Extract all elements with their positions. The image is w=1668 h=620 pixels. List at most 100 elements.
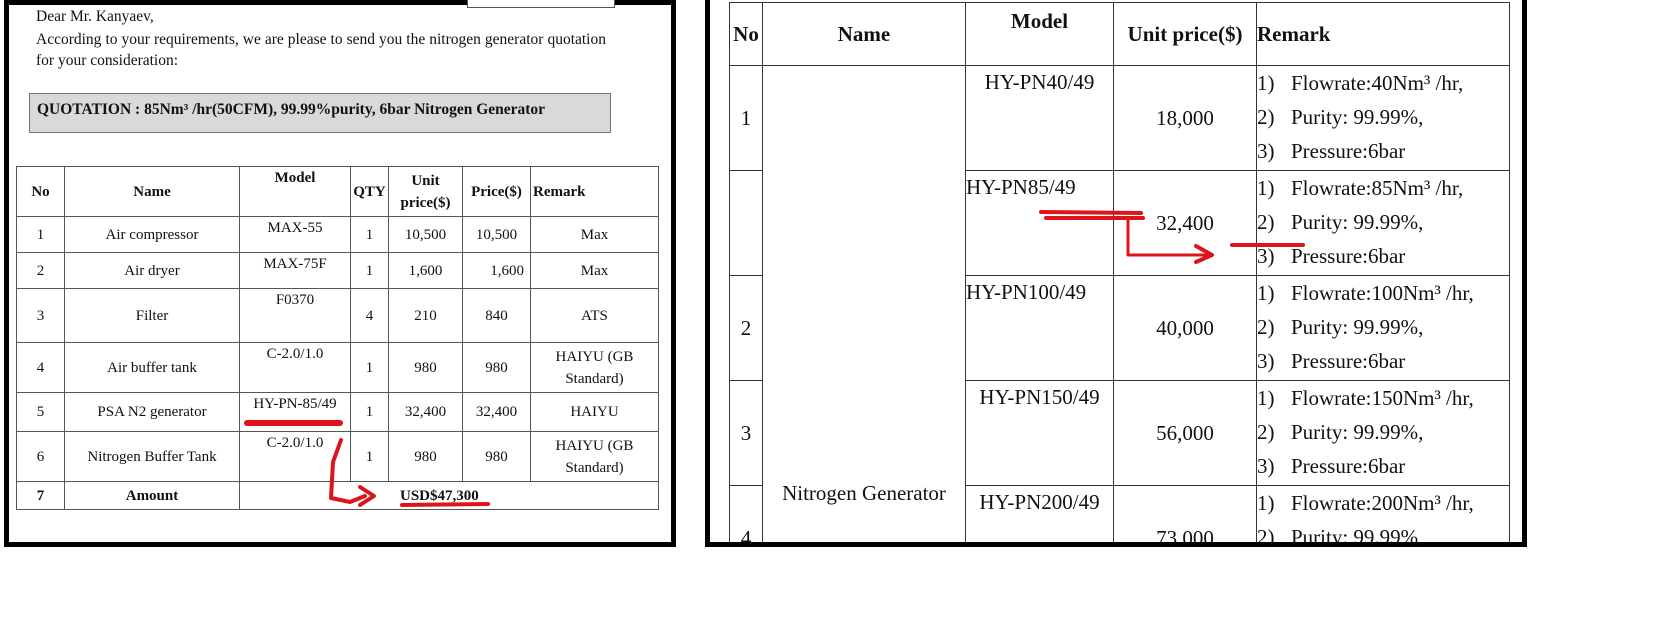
header-unit-price: Unit price($): [1113, 2, 1257, 66]
row-model: MAX-55: [239, 216, 351, 253]
remark-flowrate: Flowrate:150Nm³ /hr,: [1291, 386, 1474, 410]
row-unit-price: 40,000: [1113, 275, 1257, 381]
document-top-border: [9, 0, 671, 5]
row-price: 32,400: [462, 392, 531, 432]
row-qty: 4: [350, 288, 389, 343]
header-model: Model: [239, 166, 351, 217]
row-remark: 1)Flowrate:150Nm³ /hr, 2)Purity: 99.99%,…: [1256, 380, 1510, 486]
remark-pressure: Pressure:6bar: [1291, 244, 1406, 268]
remark-purity: Purity: 99.99%,: [1291, 420, 1424, 444]
row-name: Air compressor: [64, 216, 240, 253]
table-row: 4 Air buffer tank C-2.0/1.0 1 980 980 HA…: [16, 342, 659, 393]
remark-purity: Purity: 99.99%,: [1291, 525, 1424, 547]
row-price: 840: [462, 288, 531, 343]
row-remark: Max: [530, 252, 659, 289]
remark-index: 1): [1257, 281, 1275, 305]
row-model: C-2.0/1.0: [239, 342, 351, 393]
total-label: Amount: [64, 481, 240, 510]
model-table-header-row: No Name Model Unit price($) Remark: [729, 2, 1510, 66]
remark-flowrate: Flowrate:40Nm³ /hr,: [1291, 71, 1464, 95]
model-price-list-panel: No Name Model Unit price($) Remark 1 Nit…: [705, 0, 1527, 547]
row-unit-price: 980: [388, 431, 463, 482]
remark-index: 2): [1257, 525, 1275, 547]
row-remark: 1)Flowrate:40Nm³ /hr, 2)Purity: 99.99%, …: [1256, 65, 1510, 171]
total-no: 7: [16, 481, 65, 510]
row-unit-price: 10,500: [388, 216, 463, 253]
row-qty: 1: [350, 342, 389, 393]
row-name: Nitrogen Buffer Tank: [64, 431, 240, 482]
row-remark: 1)Flowrate:200Nm³ /hr, 2)Purity: 99.99%,: [1256, 485, 1510, 547]
remark-index: 3): [1257, 454, 1275, 478]
row-model: C-2.0/1.0: [239, 431, 351, 482]
row-name: Filter: [64, 288, 240, 343]
row-no: [729, 170, 763, 276]
row-qty: 1: [350, 252, 389, 289]
row-no: 4: [16, 342, 65, 393]
quotation-table: No Name Model QTY Unit price($) Price($)…: [16, 166, 659, 510]
header-no: No: [16, 166, 65, 217]
table-row: 1 Air compressor MAX-55 1 10,500 10,500 …: [16, 216, 659, 253]
quotation-document-panel: Dear Mr. Kanyaev, According to your requ…: [4, 0, 676, 547]
row-no: 4: [729, 485, 763, 542]
remark-index: 3): [1257, 244, 1275, 268]
remark-purity: Purity: 99.99%,: [1291, 210, 1424, 234]
remark-index: 2): [1257, 210, 1275, 234]
row-remark: HAIYU (GB Standard): [530, 431, 659, 482]
row-model: HY-PN200/49: [965, 485, 1114, 542]
remark-purity: Purity: 99.99%,: [1291, 315, 1424, 339]
row-qty: 1: [350, 431, 389, 482]
remark-index: 3): [1257, 139, 1275, 163]
header-remark: Remark: [1256, 2, 1510, 66]
row-qty: 1: [350, 216, 389, 253]
row-price: 980: [462, 342, 531, 393]
table-row: 3 HY-PN150/49 56,000 1) Flowrate:150Nm³ /…: [729, 380, 1510, 486]
table-row: 1 Nitrogen Generator HY-PN40/49 18,000 1…: [729, 65, 1510, 542]
row-remark: ATS: [530, 288, 659, 343]
row-no: 5: [16, 392, 65, 432]
total-amount: USD$47,300: [239, 481, 659, 510]
header-name: Name: [762, 2, 966, 66]
row-model: F0370: [239, 288, 351, 343]
row-model: HY-PN40/49: [965, 65, 1114, 171]
row-no: 1: [16, 216, 65, 253]
remark-index: 2): [1257, 105, 1275, 129]
row-model: MAX-75F: [239, 252, 351, 289]
letter-intro: According to your requirements, we are p…: [36, 31, 606, 69]
row-remark: 1)Flowrate:85Nm³ /hr, 2)Purity: 99.99%, …: [1256, 170, 1510, 276]
remark-flowrate: Flowrate:100Nm³ /hr,: [1291, 281, 1474, 305]
remark-flowrate: Flowrate:200Nm³ /hr,: [1291, 491, 1474, 515]
header-price: Price($): [462, 166, 531, 217]
remark-index: 1): [1257, 386, 1275, 410]
row-qty: 1: [350, 392, 389, 432]
row-no: 3: [16, 288, 65, 343]
row-unit-price: 73,000: [1113, 485, 1257, 542]
row-unit-price: 210: [388, 288, 463, 343]
row-remark: Max: [530, 216, 659, 253]
remark-index: 1): [1257, 176, 1275, 200]
table-row: 6 Nitrogen Buffer Tank C-2.0/1.0 1 980 9…: [16, 431, 659, 482]
row-remark: HAIYU (GB Standard): [530, 342, 659, 393]
remark-pressure: Pressure:6bar: [1291, 139, 1406, 163]
remark-purity: Purity: 99.99%,: [1291, 105, 1424, 129]
row-model: HY-PN-85/49: [239, 392, 351, 432]
table-row: 3 Filter F0370 4 210 840 ATS: [16, 288, 659, 343]
row-price: 1,600: [462, 252, 531, 289]
row-name: Air buffer tank: [64, 342, 240, 393]
row-unit-price: 32,400: [388, 392, 463, 432]
row-unit-price: 1,600: [388, 252, 463, 289]
row-remark: 1)Flowrate:100Nm³ /hr, 2)Purity: 99.99%,…: [1256, 275, 1510, 381]
remark-index: 1): [1257, 71, 1275, 95]
header-model: Model: [965, 2, 1114, 66]
row-no: 1: [729, 65, 763, 171]
table-row: 2 Air dryer MAX-75F 1 1,600 1,600 Max: [16, 252, 659, 289]
row-name: Air dryer: [64, 252, 240, 289]
row-unit-price: 56,000: [1113, 380, 1257, 486]
remark-pressure: Pressure:6bar: [1291, 454, 1406, 478]
total-row: 7 Amount USD$47,300: [16, 481, 659, 510]
row-no: 3: [729, 380, 763, 486]
header-name: Name: [64, 166, 240, 217]
row-model: HY-PN150/49: [965, 380, 1114, 486]
row-model: HY-PN100/49: [965, 275, 1114, 381]
quotation-header-row: No Name Model QTY Unit price($) Price($)…: [16, 166, 659, 217]
row-remark: HAIYU: [530, 392, 659, 432]
